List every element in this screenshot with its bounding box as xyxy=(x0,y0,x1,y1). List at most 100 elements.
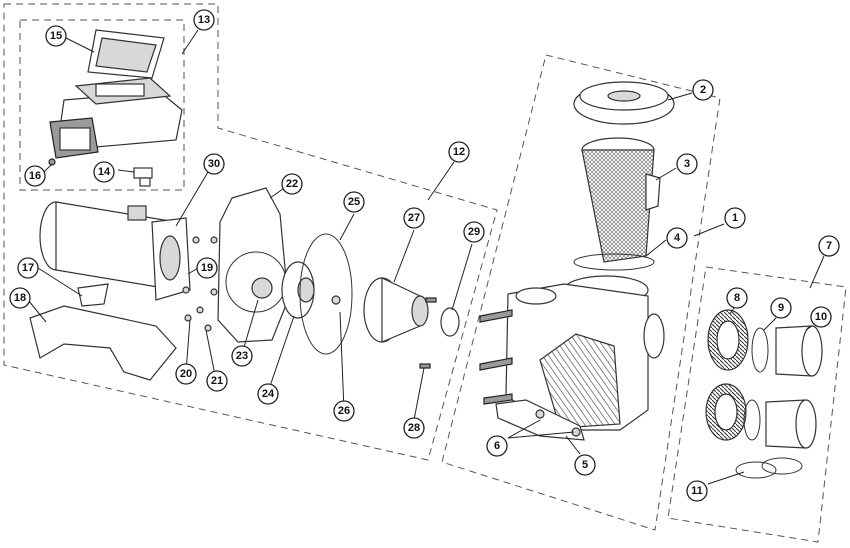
callout-30-label: 30 xyxy=(208,158,220,170)
callout-14-circle xyxy=(93,161,115,183)
group-boundaries xyxy=(3,3,847,543)
drain-plug-1 xyxy=(535,409,545,419)
union-ring-2 xyxy=(743,399,761,441)
callout-20-label: 20 xyxy=(180,368,192,380)
motor-base-support xyxy=(29,305,177,381)
washer-1 xyxy=(196,306,204,314)
leader-27 xyxy=(393,229,415,283)
callout-6-label: 6 xyxy=(494,440,500,452)
union-nut-1-bore xyxy=(716,320,740,360)
callout-19-circle xyxy=(196,257,218,279)
callout-26: 26 xyxy=(333,400,355,422)
callout-21: 21 xyxy=(206,370,228,392)
callout-13-circle xyxy=(193,9,215,31)
leader-10 xyxy=(805,325,813,331)
callout-18: 18 xyxy=(9,287,31,309)
union-ring-1 xyxy=(751,327,769,373)
callout-19: 19 xyxy=(196,257,218,279)
callout-4-label: 4 xyxy=(674,232,681,244)
callout-20-circle xyxy=(175,363,197,385)
callout-7-circle xyxy=(818,235,840,257)
leader-18 xyxy=(27,299,47,323)
callout-21-circle xyxy=(206,370,228,392)
callout-10-circle xyxy=(810,306,832,328)
callout-24-label: 24 xyxy=(262,388,275,400)
callout-28-circle xyxy=(403,417,425,439)
callout-15-circle xyxy=(45,25,67,47)
callout-13: 13 xyxy=(193,9,215,31)
leader-19 xyxy=(187,267,199,275)
union-o-ring-2 xyxy=(761,457,803,475)
callout-3-label: 3 xyxy=(684,158,690,170)
leader-4 xyxy=(645,239,667,257)
callout-25: 25 xyxy=(343,191,365,213)
pump-body-drawing xyxy=(479,275,665,441)
callout-29-label: 29 xyxy=(468,226,480,238)
locating-pin-2 xyxy=(419,363,431,369)
callout-18-label: 18 xyxy=(14,292,26,304)
callout-28-label: 28 xyxy=(408,422,420,434)
seal-plate-drawing xyxy=(217,187,289,343)
callout-25-circle xyxy=(343,191,365,213)
callout-1-label: 1 xyxy=(732,212,738,224)
leader-25 xyxy=(339,213,355,241)
leader-8 xyxy=(729,307,735,315)
lid-center xyxy=(607,90,641,102)
union-tail-2-end xyxy=(795,399,817,449)
callouts: 1 2 3 4 5 6 7 8 9 10 11 12 13 14 15 16 1… xyxy=(9,9,840,502)
drive-small-clip xyxy=(133,167,153,179)
strainer-basket-drawing xyxy=(581,137,661,263)
diffuser-drawing xyxy=(363,277,429,343)
callout-20: 20 xyxy=(175,363,197,385)
callout-9: 9 xyxy=(770,297,792,319)
drive-cover-window xyxy=(95,37,157,73)
callout-11-label: 11 xyxy=(691,485,703,497)
bolt-1 xyxy=(192,236,200,244)
callout-8-circle xyxy=(726,287,748,309)
callout-27-circle xyxy=(403,207,425,229)
callout-28: 28 xyxy=(403,417,425,439)
callout-5: 5 xyxy=(574,454,596,476)
callout-24-circle xyxy=(257,383,279,405)
leader-2 xyxy=(667,92,693,101)
leader-3 xyxy=(655,167,677,181)
callout-2-label: 2 xyxy=(700,84,706,96)
callout-19-label: 19 xyxy=(201,262,213,274)
callout-7: 7 xyxy=(818,235,840,257)
callout-9-circle xyxy=(770,297,792,319)
basket-mesh xyxy=(581,149,655,263)
callout-14-label: 14 xyxy=(98,166,111,178)
callout-16-label: 16 xyxy=(29,170,41,182)
basket-handle xyxy=(645,173,661,211)
leader-14 xyxy=(117,169,135,173)
seal-plate xyxy=(217,187,289,343)
leader-12 xyxy=(427,161,455,201)
drive-group-outline xyxy=(19,19,185,191)
callout-29-circle xyxy=(463,221,485,243)
callout-4: 4 xyxy=(666,227,688,249)
callout-11: 11 xyxy=(686,480,708,502)
diffuser-outlet xyxy=(411,295,429,327)
callout-10: 10 xyxy=(810,306,832,328)
callout-26-circle xyxy=(333,400,355,422)
leader-28 xyxy=(413,367,425,421)
nut-3 xyxy=(210,288,218,296)
drive-controller-drawing xyxy=(48,29,183,187)
leader-17 xyxy=(37,267,83,297)
union-kit-group-outline xyxy=(667,266,847,543)
callout-21-label: 21 xyxy=(211,375,223,387)
callout-1-circle xyxy=(724,207,746,229)
callout-3-circle xyxy=(676,153,698,175)
callout-26-label: 26 xyxy=(338,405,350,417)
callout-12: 12 xyxy=(448,141,470,163)
leader-6a xyxy=(507,419,541,439)
leader-24 xyxy=(267,315,295,393)
callout-2: 2 xyxy=(692,79,714,101)
leader-26 xyxy=(339,311,345,411)
mechanical-seal xyxy=(251,277,273,299)
drive-small-clip-2 xyxy=(139,177,151,187)
callout-12-circle xyxy=(448,141,470,163)
callout-29: 29 xyxy=(463,221,485,243)
